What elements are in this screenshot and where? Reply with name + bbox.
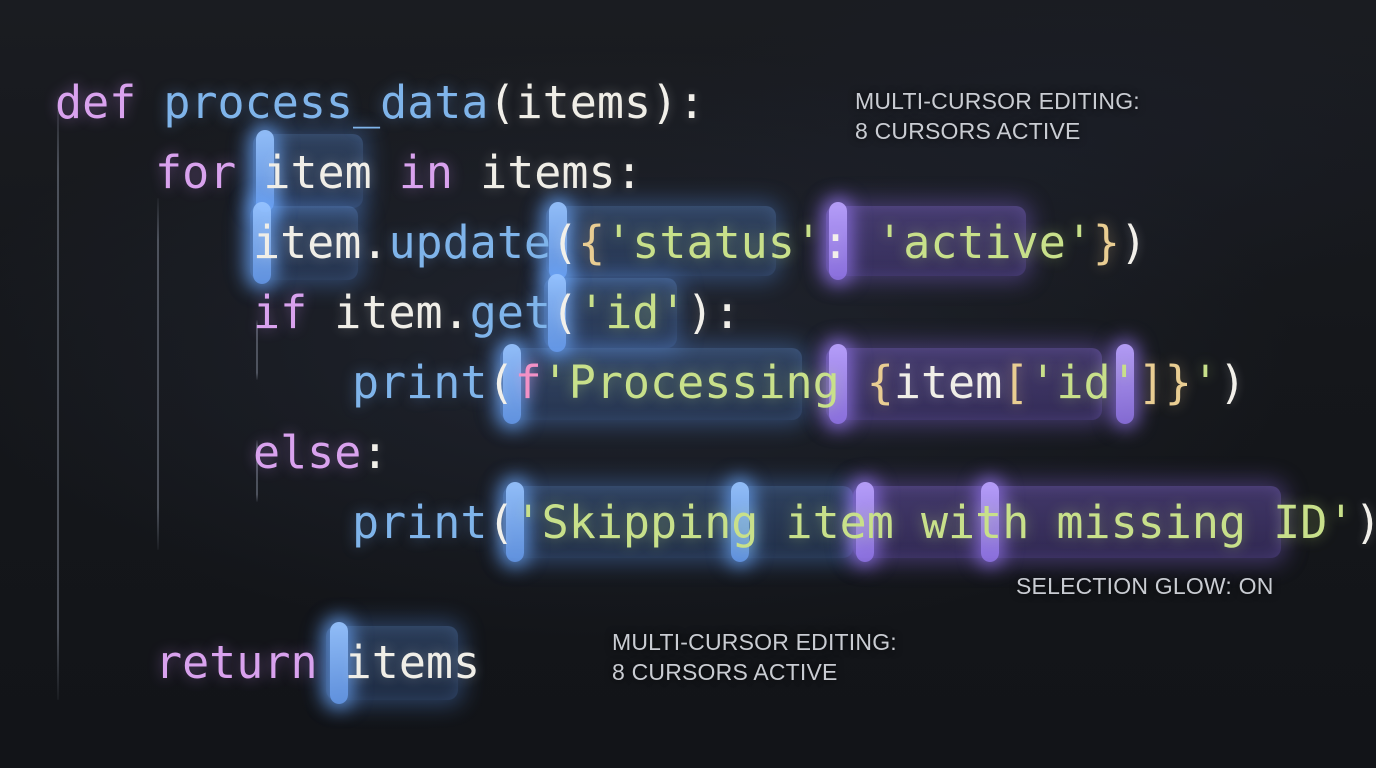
code-token: 'Processing: [541, 356, 867, 409]
code-line-print-skipping[interactable]: print('Skipping item with missing ID'): [352, 500, 1376, 545]
code-token: [236, 146, 263, 199]
code-token: [849, 216, 876, 269]
code-line-return[interactable]: return items: [155, 640, 480, 685]
code-token: 'id': [578, 286, 687, 339]
code-token: items: [515, 76, 652, 129]
code-token: ): [1354, 496, 1376, 549]
code-line-for[interactable]: for item in items:: [155, 150, 643, 195]
indent-guide-level-1: [57, 96, 59, 700]
code-token: }: [1164, 356, 1192, 409]
code-line-print-processing[interactable]: print(f'Processing {item['id']}'): [352, 360, 1246, 405]
code-token: item: [334, 286, 443, 339]
code-token: update: [388, 216, 552, 269]
code-token: print: [352, 496, 488, 549]
code-token: if: [253, 286, 308, 339]
annotation-multi-cursor-bottom: MULTI-CURSOR EDITING: 8 CURSORS ACTIVE: [612, 629, 897, 686]
code-line-if[interactable]: if item.get('id'):: [253, 290, 741, 335]
code-token: (: [551, 286, 579, 339]
code-token: [453, 146, 480, 199]
code-token: 'active': [876, 216, 1093, 269]
indent-guide-level-2: [157, 198, 159, 550]
code-token: f: [514, 356, 542, 409]
code-token: for: [155, 146, 237, 199]
annotation-multi-cursor-top: MULTI-CURSOR EDITING: 8 CURSORS ACTIVE: [855, 88, 1140, 145]
code-token: ': [1191, 356, 1219, 409]
indent-guide-level-3-b: [256, 440, 258, 502]
code-token: .: [442, 286, 470, 339]
code-token: (: [551, 216, 579, 269]
code-token: 'id': [1029, 356, 1138, 409]
code-token: 'status': [605, 216, 822, 269]
code-token: {: [866, 356, 894, 409]
code-token: item: [253, 216, 362, 269]
code-token: (: [487, 496, 515, 549]
code-line-def[interactable]: def process_data(items):: [55, 80, 705, 125]
code-line-else[interactable]: else:: [253, 430, 388, 475]
code-token: [372, 146, 399, 199]
code-token: :: [615, 146, 643, 199]
code-token: ):: [686, 286, 741, 339]
code-token: ]: [1137, 356, 1165, 409]
code-token: }: [1092, 216, 1120, 269]
code-token: item: [263, 146, 372, 199]
code-token: [318, 636, 345, 689]
code-token: [307, 286, 334, 339]
code-token: item: [893, 356, 1003, 409]
code-token: items: [480, 146, 616, 199]
code-token: print: [352, 356, 488, 409]
code-token: 'Skipping item with missing ID': [514, 496, 1355, 549]
code-token: return: [155, 636, 318, 689]
code-token: {: [578, 216, 606, 269]
code-token: get: [469, 286, 552, 339]
code-token: (: [488, 76, 516, 129]
code-token: :: [361, 426, 389, 479]
indent-guide-level-3-a: [256, 320, 258, 380]
code-token: :: [821, 216, 850, 269]
code-token: ): [1218, 356, 1247, 409]
code-token: in: [398, 146, 454, 199]
code-token: else: [253, 426, 362, 479]
code-token: items: [344, 636, 481, 689]
code-token: [136, 76, 163, 129]
code-token: def: [55, 76, 137, 129]
code-token: ): [1120, 216, 1148, 269]
code-token: [: [1002, 356, 1030, 409]
code-token: (: [487, 356, 515, 409]
code-token: .: [361, 216, 389, 269]
code-line-item-update[interactable]: item.update({'status': 'active'}): [253, 220, 1147, 265]
code-token: process_data: [163, 76, 489, 129]
code-token: ):: [651, 76, 706, 129]
annotation-selection-glow: SELECTION GLOW: ON: [1016, 573, 1274, 599]
